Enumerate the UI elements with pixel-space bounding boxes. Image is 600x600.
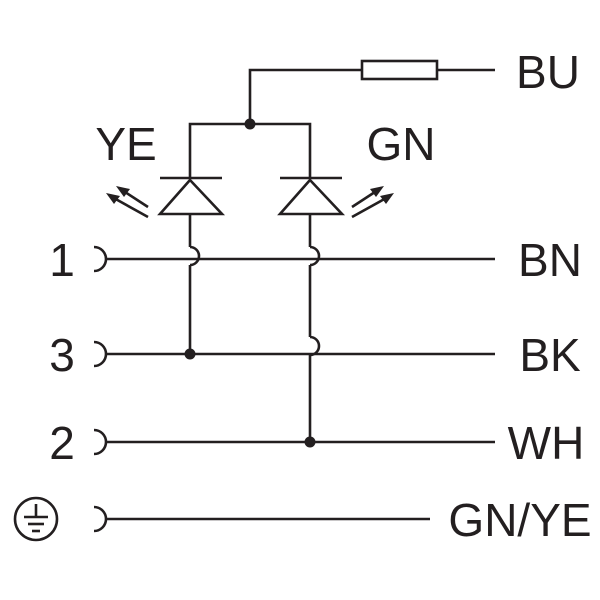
led-gn-emission-arrows [351,186,394,219]
protective-earth-icon [13,496,59,542]
junction-dot-supply [244,118,256,130]
supply-line [248,68,495,124]
wire-label-gnye: GN/YE [448,494,591,546]
wire-label-bn: BN [518,234,582,286]
pin-number-1: 1 [49,234,75,286]
junction-dot-pin2 [304,436,316,448]
wire-row-ground [93,505,430,533]
wire-label-wh: WH [508,417,585,469]
resistor-symbol [360,59,439,81]
led-common-bus [188,122,312,178]
junction-dot-pin3 [184,348,196,360]
pin-number-3: 3 [49,329,75,381]
led-gn-symbol [277,176,346,442]
wire-row-3 [93,340,495,368]
wire-row-1 [93,245,495,273]
wire-label-bk: BK [519,329,581,381]
led-ye-emission-arrows [106,186,149,219]
led-gn-label: GN [367,118,436,170]
supply-wire-label: BU [516,46,580,98]
led-ye-label: YE [95,118,156,170]
wire-row-2 [93,428,495,456]
led-ye-symbol [157,176,226,355]
pin-number-2: 2 [49,417,75,469]
